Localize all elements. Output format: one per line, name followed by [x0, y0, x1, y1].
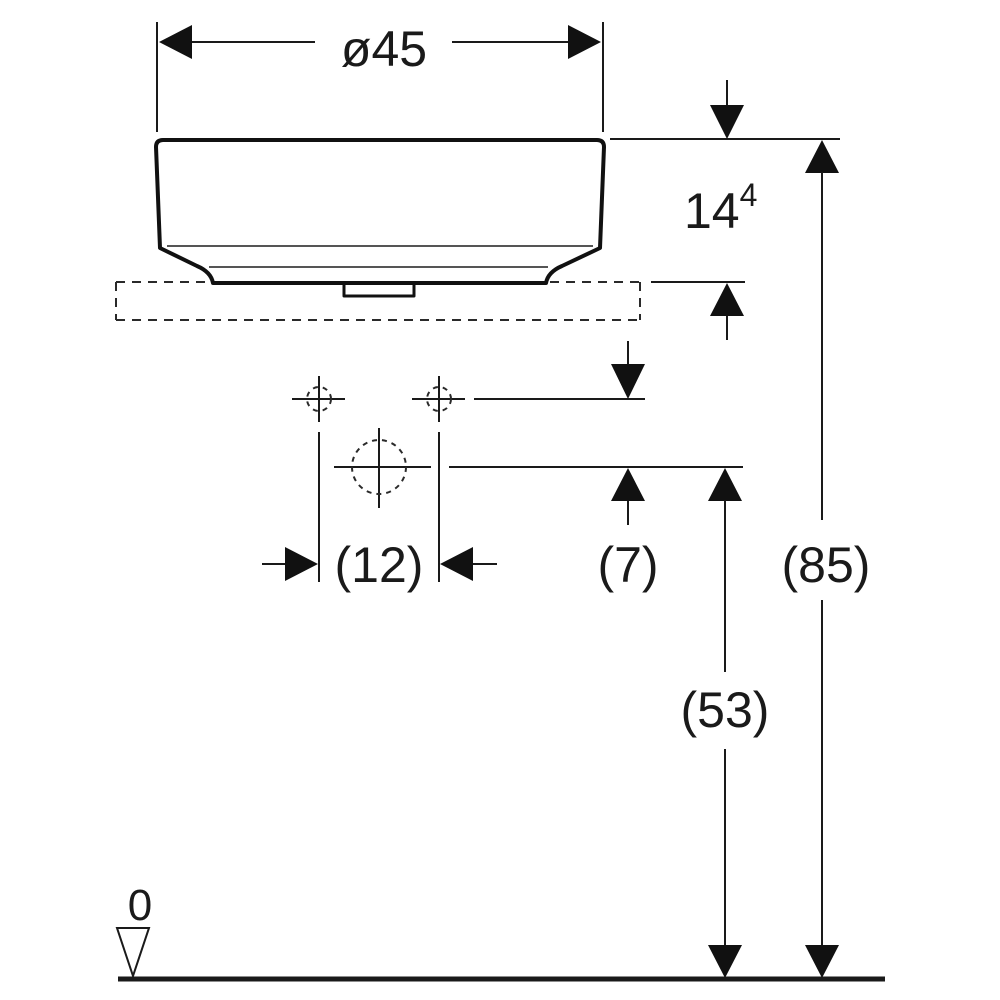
floor-reference: 0 [115, 881, 885, 982]
arrow-left-icon [159, 25, 192, 59]
arrow-down-icon [710, 105, 744, 139]
floor-level-label: 0 [128, 881, 152, 930]
diameter-label: ø45 [341, 21, 427, 77]
arrow-down-icon [611, 364, 645, 399]
tap-spacing-label: (12) [335, 537, 424, 593]
arrow-down-icon [708, 945, 742, 978]
top-height-label: (85) [782, 537, 871, 593]
drain-offset-label: (7) [597, 537, 658, 593]
countertop-outline [115, 281, 641, 321]
drain-height-dimension: (53) [681, 468, 770, 978]
diameter-dimension: ø45 [156, 21, 604, 132]
arrow-right-icon [285, 547, 318, 581]
arrow-down-icon [805, 945, 839, 978]
drain-center-mark [334, 428, 431, 508]
tap-hole-right [412, 376, 465, 422]
tap-hole-left [292, 376, 345, 422]
arrow-up-icon [611, 468, 645, 501]
top-height-dimension: (85) [782, 140, 871, 978]
drain-height-label: (53) [681, 682, 770, 738]
arrow-right-icon [568, 25, 601, 59]
arrow-up-icon [805, 140, 839, 173]
basin-body [154, 138, 606, 285]
tap-hole-marks [292, 376, 465, 508]
arrow-up-icon [710, 283, 744, 316]
drain-outlet [342, 283, 416, 298]
basin-height-label: 144 [684, 177, 757, 239]
level-marker-icon [115, 927, 151, 980]
tap-spacing-dimension: (12) [262, 432, 497, 593]
arrow-up-icon [708, 468, 742, 501]
drain-offset-dimension: (7) [449, 341, 743, 593]
arrow-left-icon [440, 547, 473, 581]
basin-height-dimension: 144 [610, 80, 840, 340]
basin-outline [154, 138, 606, 298]
